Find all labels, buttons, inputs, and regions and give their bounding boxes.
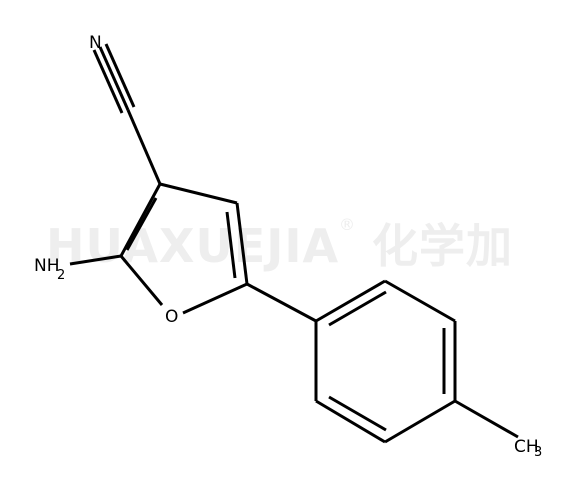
bond-c5-phenyl: [246, 282, 317, 323]
bond-c4-c5-inner: [225, 211, 237, 279]
atom-label-nh-subscript: 2: [57, 268, 65, 283]
atom-labels: N NH 2 O CH 3: [34, 33, 542, 460]
bond-ar-4: [384, 399, 456, 444]
bond-ar-2: [384, 279, 456, 323]
atom-label-nh: NH: [34, 256, 60, 276]
watermark-text: HUAXUEJIA: [46, 219, 339, 273]
atom-label-ch-subscript: 3: [534, 445, 542, 460]
bond-o-c2: [119, 255, 164, 306]
atom-label-nitrile-n: N: [89, 33, 102, 53]
bond-c4-c5: [235, 202, 249, 285]
bond-c3-c4: [159, 182, 238, 205]
bond-c3-c2: [119, 183, 162, 257]
bond-ar-1-inner: [328, 290, 387, 327]
watermark-registered-mark: ®: [339, 215, 355, 234]
bond-nitrile-2: [92, 49, 124, 114]
bonds: [69, 43, 519, 444]
bond-ar-5: [315, 399, 386, 444]
watermark: HUAXUEJIA ® 化学加: [46, 215, 513, 273]
bond-c2-nh2: [69, 254, 122, 266]
bond-nitrile-1: [98, 46, 130, 111]
bond-ar-methyl: [454, 399, 519, 439]
bond-c3-c2-inner: [125, 197, 158, 251]
watermark-chinese: 化学加: [372, 219, 513, 273]
atom-label-ring-o: O: [165, 307, 178, 327]
atom-label-ch: CH: [514, 437, 539, 457]
bond-c5-o: [182, 282, 248, 315]
bond-nitrile-3: [104, 43, 136, 108]
bond-ar-5-inner: [328, 395, 387, 432]
bond-c3-cn: [126, 109, 162, 185]
bond-ar-1: [315, 279, 386, 323]
